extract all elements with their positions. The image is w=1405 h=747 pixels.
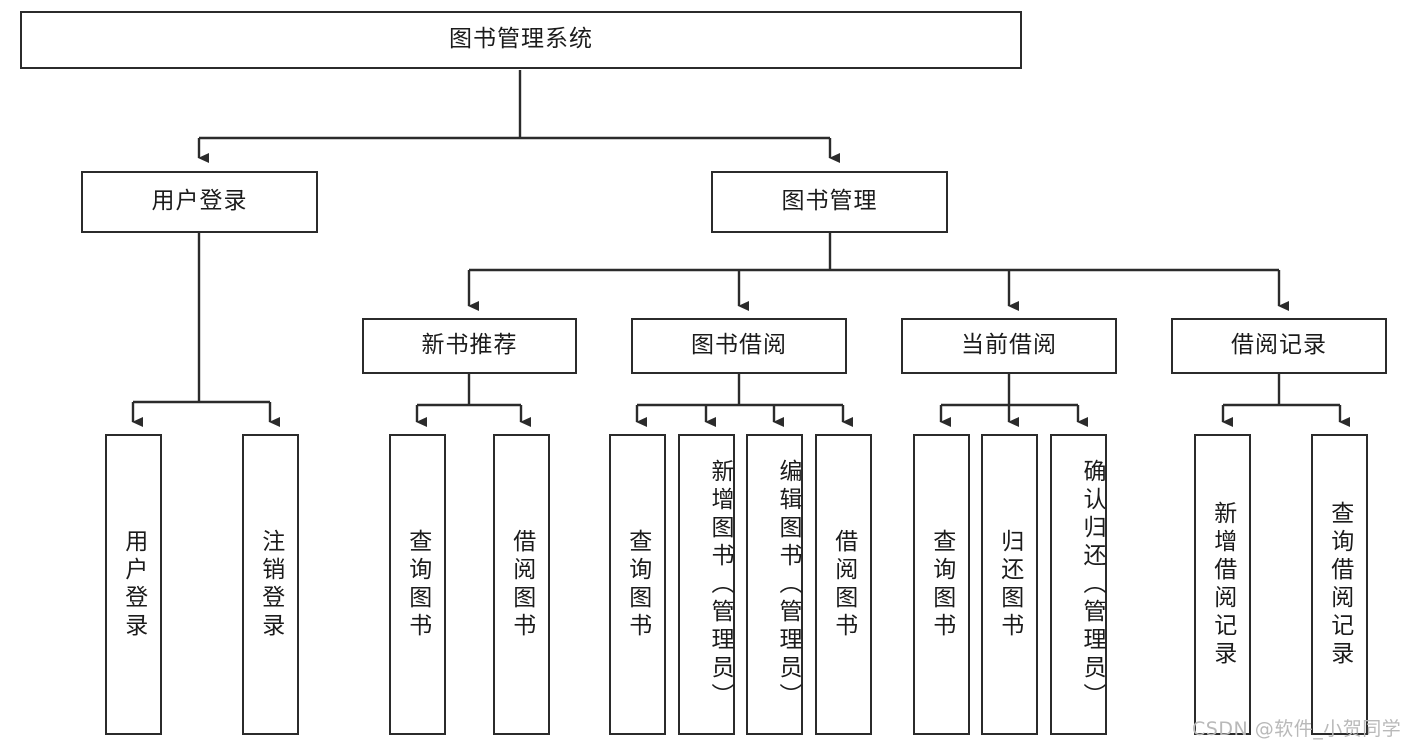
node-label: 编辑图书（管理员） bbox=[775, 458, 801, 711]
leaf-current-borrow-confirm-return[interactable]: 确认归还（管理员） bbox=[1050, 434, 1107, 735]
node-label: 查询图书 bbox=[624, 528, 651, 641]
node-label: 确认归还（管理员） bbox=[1079, 458, 1105, 711]
node-label: 归还图书 bbox=[996, 528, 1023, 641]
leaf-new-book-query-book[interactable]: 查询图书 bbox=[389, 434, 446, 735]
node-label: 用户登录 bbox=[120, 528, 147, 641]
csdn-watermark: CSDN @软件_小贺同学 bbox=[1192, 718, 1402, 740]
leaf-book-borrow-query-book[interactable]: 查询图书 bbox=[609, 434, 666, 735]
node-root-book-management-system[interactable]: 图书管理系统 bbox=[20, 11, 1022, 69]
node-label: 查询借阅记录 bbox=[1326, 500, 1353, 669]
leaf-book-borrow-edit-book[interactable]: 编辑图书（管理员） bbox=[746, 434, 803, 735]
leaf-borrow-record-query-record[interactable]: 查询借阅记录 bbox=[1311, 434, 1368, 735]
node-label: 新书推荐 bbox=[421, 332, 518, 359]
leaf-book-borrow-add-book[interactable]: 新增图书（管理员） bbox=[678, 434, 735, 735]
leaf-user-login-login[interactable]: 用户登录 bbox=[105, 434, 162, 735]
node-label: 借阅图书 bbox=[830, 528, 857, 641]
node-label: 注销登录 bbox=[257, 528, 284, 641]
leaf-book-borrow-borrow-book[interactable]: 借阅图书 bbox=[815, 434, 872, 735]
leaf-current-borrow-return-book[interactable]: 归还图书 bbox=[981, 434, 1038, 735]
node-label: 用户登录 bbox=[151, 188, 248, 215]
node-label: 借阅记录 bbox=[1231, 332, 1327, 359]
node-label: 新增图书（管理员） bbox=[707, 458, 733, 711]
node-label: 图书管理 bbox=[781, 188, 878, 215]
node-book-management[interactable]: 图书管理 bbox=[711, 171, 948, 233]
node-user-login[interactable]: 用户登录 bbox=[81, 171, 318, 233]
node-label: 图书管理系统 bbox=[449, 26, 593, 53]
node-borrow-record[interactable]: 借阅记录 bbox=[1171, 318, 1387, 374]
node-current-borrow[interactable]: 当前借阅 bbox=[901, 318, 1117, 374]
leaf-new-book-borrow-book[interactable]: 借阅图书 bbox=[493, 434, 550, 735]
node-label: 当前借阅 bbox=[961, 332, 1057, 359]
node-new-book-recommend[interactable]: 新书推荐 bbox=[362, 318, 577, 374]
node-label: 新增借阅记录 bbox=[1209, 500, 1236, 669]
node-book-borrow[interactable]: 图书借阅 bbox=[631, 318, 847, 374]
leaf-user-login-logout[interactable]: 注销登录 bbox=[242, 434, 299, 735]
node-label: 查询图书 bbox=[928, 528, 955, 641]
leaf-borrow-record-add-record[interactable]: 新增借阅记录 bbox=[1194, 434, 1251, 735]
leaf-current-borrow-query-book[interactable]: 查询图书 bbox=[913, 434, 970, 735]
node-label: 借阅图书 bbox=[508, 528, 535, 641]
node-label: 查询图书 bbox=[404, 528, 431, 641]
node-label: 图书借阅 bbox=[691, 332, 787, 359]
